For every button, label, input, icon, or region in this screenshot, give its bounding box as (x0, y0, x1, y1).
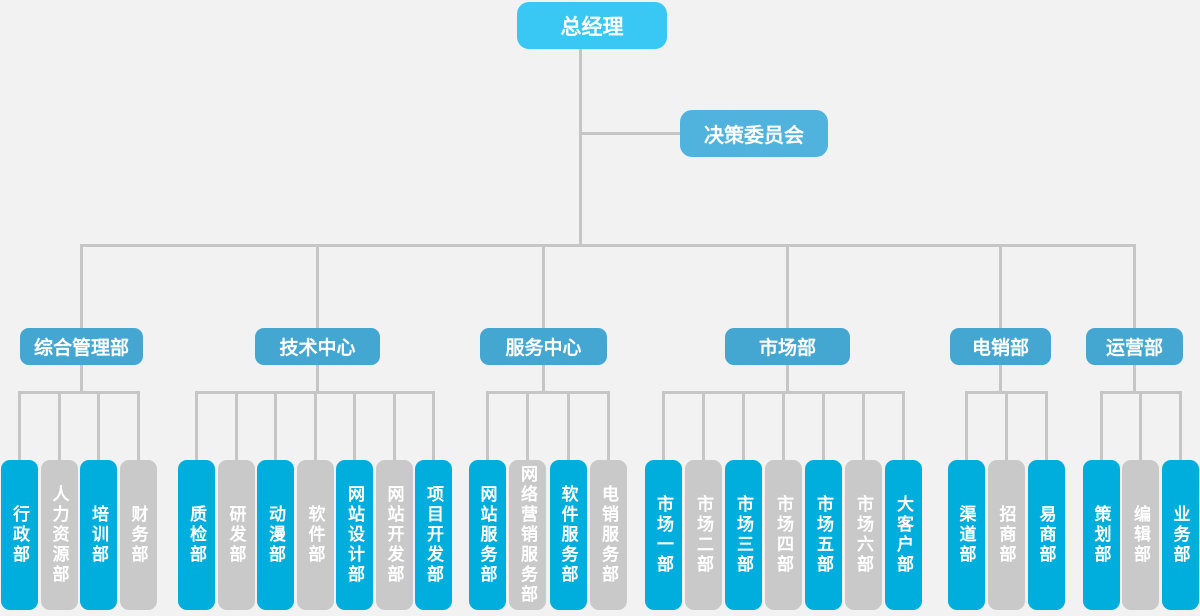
connector-dept-drop (80, 244, 83, 328)
connector-child-drop (902, 390, 905, 460)
connector-child-drop (485, 390, 489, 460)
committee-node: 决策委员会 (680, 110, 828, 157)
sub-dept-node: 电销服务部 (590, 460, 627, 610)
connector-child-drop (97, 390, 100, 460)
sub-dept-node: 招商部 (987, 460, 1025, 610)
root-node-general-manager: 总经理 (517, 2, 667, 49)
sub-dept-node: 市场二部 (685, 460, 722, 610)
connector-child-drop (1044, 390, 1048, 460)
connector-child-drop (566, 390, 570, 460)
connector-sub-rail (18, 390, 140, 394)
sub-dept-node: 网站服务部 (468, 460, 506, 610)
connector-dept-drop (999, 244, 1002, 328)
connector-dept-drop (786, 244, 789, 328)
connector-dept-drop (316, 244, 319, 328)
connector-child-drop (822, 390, 825, 460)
sub-dept-node: 易商部 (1027, 460, 1065, 610)
dept-node: 服务中心 (480, 328, 607, 365)
connector-child-drop (1004, 390, 1008, 460)
sub-dept-node: 网站设计部 (336, 460, 373, 610)
sub-dept-node: 动漫部 (257, 460, 294, 610)
connector-child-drop (702, 390, 705, 460)
connector-child-drop (313, 390, 317, 460)
sub-dept-node: 人力资源部 (40, 460, 78, 610)
connector-child-drop (1099, 390, 1103, 460)
connector-child-drop (57, 390, 61, 460)
connector-child-drop (18, 390, 21, 460)
dept-node: 综合管理部 (20, 328, 143, 365)
sub-dept-node: 研发部 (217, 460, 255, 610)
dept-node: 技术中心 (255, 328, 380, 365)
connector-child-drop (353, 390, 356, 460)
sub-dept-node: 财务部 (119, 460, 157, 610)
connector-child-drop (607, 390, 610, 460)
dept-node: 电销部 (950, 328, 1051, 365)
sub-dept-node: 市场三部 (725, 460, 762, 610)
connector-child-drop (136, 390, 140, 460)
connector-child-drop (526, 390, 529, 460)
connector-dept-stub (316, 365, 319, 394)
sub-dept-node: 策划部 (1082, 460, 1120, 610)
connector-trunk (578, 49, 582, 247)
connector-child-drop (1178, 390, 1182, 460)
connector-child-drop (742, 390, 745, 460)
connector-dept-stub (542, 365, 545, 394)
dept-node: 市场部 (725, 328, 850, 365)
connector-child-drop (782, 390, 785, 460)
connector-child-drop (1139, 390, 1142, 460)
sub-dept-node: 编辑部 (1122, 460, 1159, 610)
sub-dept-node: 项目开发部 (415, 460, 452, 610)
connector-child-drop (392, 390, 396, 460)
sub-dept-node: 软件部 (296, 460, 334, 610)
connector-child-drop (964, 390, 968, 460)
sub-dept-node: 行政部 (1, 460, 38, 610)
connector-child-drop (274, 390, 277, 460)
connector-dept-drop (542, 244, 545, 328)
sub-dept-node: 软件服务部 (549, 460, 587, 610)
sub-dept-node: 大客户部 (885, 460, 922, 610)
sub-dept-node: 市场五部 (805, 460, 842, 610)
sub-dept-node: 网络营销服务部 (509, 460, 546, 610)
connector-child-drop (234, 390, 238, 460)
connector-dept-stub (999, 365, 1002, 394)
connector-sub-rail (485, 390, 610, 394)
connector-child-drop (862, 390, 865, 460)
sub-dept-node: 网站开发部 (375, 460, 413, 610)
sub-dept-node: 渠道部 (947, 460, 985, 610)
sub-dept-node: 市场六部 (845, 460, 882, 610)
connector-child-drop (195, 390, 198, 460)
connector-child-drop (662, 390, 665, 460)
sub-dept-node: 业务部 (1161, 460, 1199, 610)
sub-dept-node: 质检部 (178, 460, 215, 610)
dept-node: 运营部 (1086, 328, 1183, 365)
connector-child-drop (432, 390, 435, 460)
connector-dept-stub (786, 365, 789, 394)
sub-dept-node: 培训部 (80, 460, 117, 610)
connector-main-rail (80, 244, 1136, 247)
sub-dept-node: 市场四部 (765, 460, 802, 610)
connector-dept-drop (1133, 244, 1136, 328)
connector-committee-branch (580, 132, 680, 135)
sub-dept-node: 市场一部 (645, 460, 682, 610)
connector-dept-stub (1133, 365, 1136, 394)
connector-dept-stub (80, 365, 83, 394)
